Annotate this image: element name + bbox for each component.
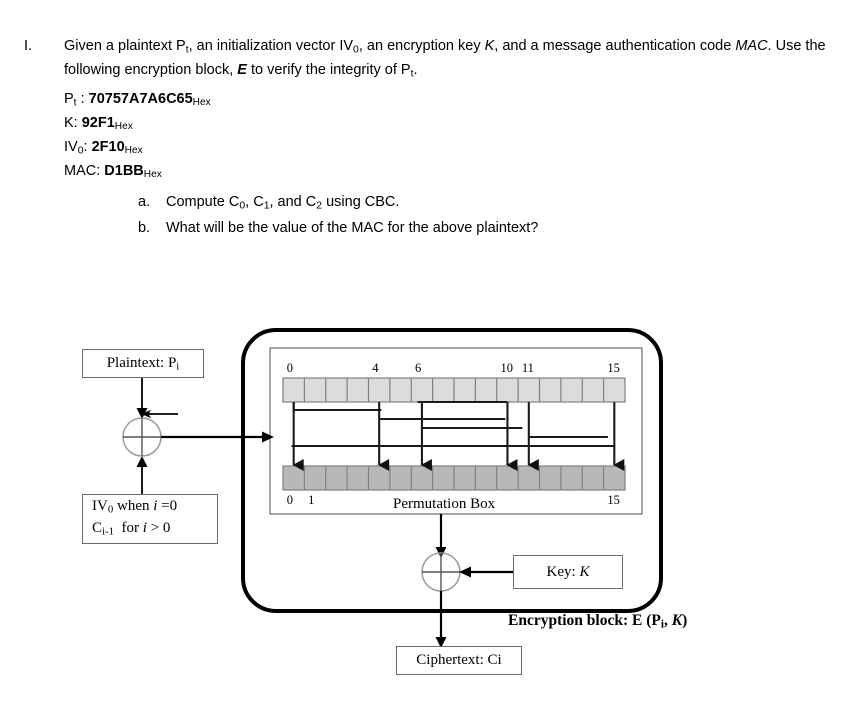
permutation-wire-lane [527, 402, 608, 439]
q-part-2-sub: 0 [353, 44, 359, 56]
sub-question-marker: b. [138, 219, 151, 236]
given-value-row: K: 92F1Hex [64, 113, 828, 137]
key-to-xor-arrowhead [459, 566, 471, 578]
permutation-input-cell-background [282, 377, 626, 403]
permutation-input-tick: 10 [500, 361, 513, 375]
q-part-4: , and a message authentication code [494, 38, 736, 54]
sub-question-text: What will be the value of the MAC for th… [166, 219, 539, 236]
given-sep: : [83, 139, 92, 156]
key-box-label: Key: K [546, 563, 590, 580]
permutation-wire-lane [420, 402, 523, 430]
given-label: P [64, 90, 74, 107]
given-unit: Hex [143, 169, 162, 181]
q-e-symbol: E [237, 62, 247, 79]
permutation-wire-lane [291, 402, 616, 448]
sub-question-a: a. Compute C0, C1, and C2 using CBC. [138, 191, 828, 217]
q-part-2: , an initialization vector IV [188, 38, 354, 54]
permutation-wire-lane [292, 402, 382, 412]
sq-sub-2: 2 [316, 199, 323, 211]
iv-xor-arrowhead [136, 456, 148, 467]
given-unit: Hex [192, 96, 211, 108]
plaintext-box[interactable]: Plaintext: Pi [82, 349, 204, 378]
permutation-box-container [269, 347, 643, 515]
q-key-symbol: K [484, 38, 495, 54]
permutation-output-tick: 15 [607, 493, 620, 507]
iv-box-line-1: IV0 when i =0 [92, 497, 178, 515]
given-label: MAC [64, 163, 97, 180]
given-label-sub: 0 [77, 145, 84, 157]
permutation-output-cell-background [282, 465, 626, 491]
given-label: IV [64, 139, 78, 156]
permutation-input-tick: 6 [414, 361, 422, 375]
q-part-1: Given a plaintext P [64, 38, 186, 54]
permutation-input-tick: 4 [372, 361, 379, 375]
sq-text-pre: Compute C [166, 193, 240, 210]
permutation-input-tick: 0 [286, 361, 293, 375]
ciphertext-box-label: Ciphertext: Ci [416, 652, 502, 668]
q-part-6-sub: t [410, 68, 414, 80]
sq-text-mid1: , C [245, 193, 264, 210]
sub-question-text: Compute C0, C1, and C2 using CBC. [166, 191, 399, 217]
permutation-box-label: Permutation Box [393, 496, 496, 512]
encryption-block-label: Encryption block: E (Pi, K) [508, 612, 688, 631]
question-paragraph: Given a plaintext Pt, an initialization … [64, 36, 828, 85]
sq-text-post: using CBC. [322, 193, 400, 210]
question-numeral: I. [24, 38, 33, 54]
permutation-input-row [282, 377, 626, 403]
permutation-wires [291, 400, 625, 471]
q-mac-symbol: MAC [735, 38, 768, 54]
xor-to-permbox-arrowhead [262, 431, 274, 443]
key-box[interactable]: Key: K [513, 555, 623, 589]
given-value: D1BB [104, 163, 144, 180]
plaintext-box-label: Plaintext: Pi [106, 354, 180, 373]
permutation-output-tick: 0 [286, 493, 293, 507]
question-body: Given a plaintext Pt, an initialization … [64, 36, 828, 239]
ciphertext-box[interactable]: Ciphertext: Ci [396, 646, 522, 675]
input-xor-node [122, 417, 162, 457]
given-value: 2F10 [91, 139, 125, 156]
q-part-1-sub: t [185, 44, 189, 56]
sq-sub-0: 0 [239, 199, 246, 211]
iv-box[interactable]: IV0 when i =0 Ci-1 for i > 0 [82, 494, 218, 544]
given-values-list: Pt : 70757A7A6C65Hex K: 92F1Hex IV0: 2F1… [64, 89, 828, 186]
given-value: 70757A7A6C65 [88, 90, 193, 107]
q-part-6: to verify the integrity of P [246, 62, 411, 79]
permutation-wire-lane [378, 402, 506, 421]
q-part-7: . [413, 62, 418, 79]
given-sep: : [76, 90, 89, 107]
permutation-output-tick: 1 [308, 493, 315, 507]
permutation-input-tick: 11 [521, 361, 534, 375]
permutation-output-row [282, 465, 626, 491]
given-sep: : [96, 163, 105, 180]
given-label: K [64, 114, 74, 131]
given-value-row: Pt : 70757A7A6C65Hex [64, 89, 828, 113]
given-value-row: MAC: D1BBHex [64, 161, 828, 185]
sub-question-b: b. What will be the value of the MAC for… [138, 217, 828, 239]
given-value: 92F1 [81, 114, 115, 131]
iv-box-line-2: Ci-1 for i > 0 [92, 520, 171, 538]
given-label-sub: t [73, 96, 77, 108]
q-part-5: . Use the following encryption block, [64, 38, 826, 79]
sq-sub-1: 1 [263, 199, 270, 211]
given-unit: Hex [114, 120, 133, 132]
key-xor-node [421, 552, 461, 592]
permbox-to-keyxor-arrowhead [435, 547, 447, 558]
sub-questions-list: a. Compute C0, C1, and C2 using CBC. b. … [138, 191, 828, 239]
given-value-row: IV0: 2F10Hex [64, 137, 828, 161]
plaintext-xor-arrowhead [136, 408, 148, 419]
sub-question-marker: a. [138, 193, 151, 210]
permutation-input-tick: 15 [607, 361, 620, 375]
given-sep: : [73, 114, 82, 131]
sq-text-mid2: , and C [269, 193, 317, 210]
given-unit: Hex [124, 144, 143, 156]
q-part-3: , an encryption key [358, 38, 485, 54]
